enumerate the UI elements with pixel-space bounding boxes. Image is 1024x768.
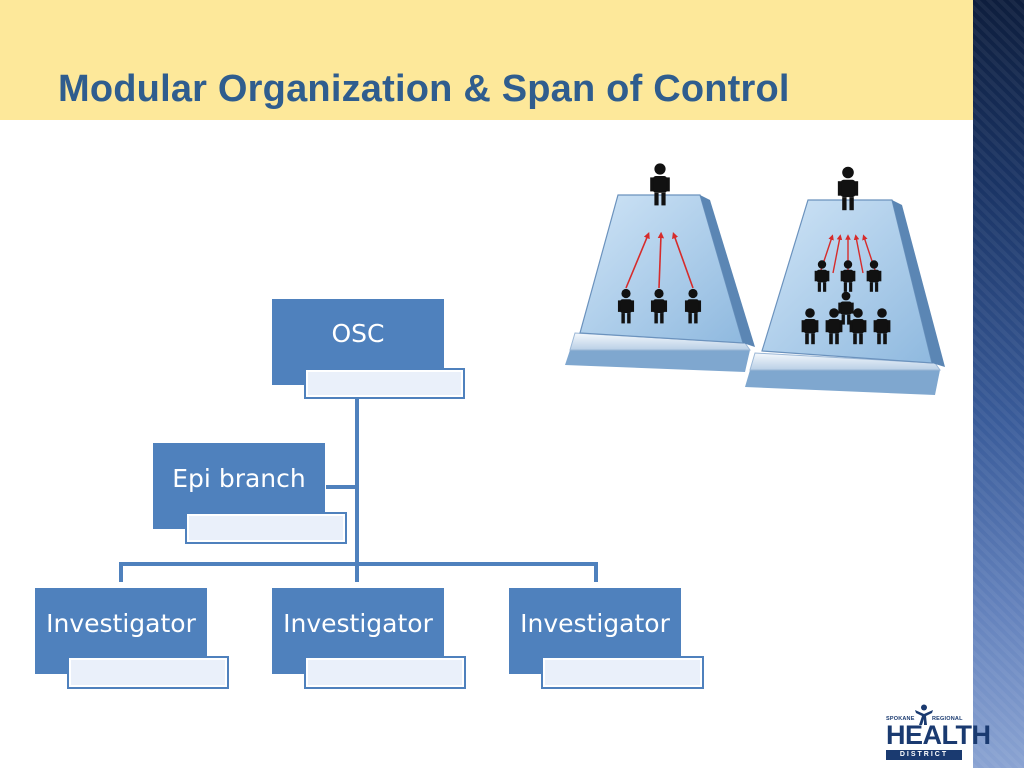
org-node-osc-subtext-box [304,368,465,399]
side-decorative-band [973,0,1024,768]
org-node-investigator-1-label: Investigator [46,609,196,638]
spokane-regional-health-district-logo: SPOKANE REGIONAL HEALTH DISTRICT [884,704,991,762]
logo-line1: SPOKANE [886,716,915,722]
slide-title: Modular Organization & Span of Control [58,68,790,110]
org-node-investigator-3-subtext-box [541,656,704,689]
org-node-osc-label: OSC [331,319,385,348]
title-band [0,0,973,120]
connector-drop-left [119,562,123,582]
org-node-investigator-2-subtext-box [304,656,466,689]
org-node-investigator-2-label: Investigator [283,609,433,638]
logo-main: HEALTH [886,720,991,750]
org-node-investigator-3-label: Investigator [520,609,670,638]
org-node-investigator-1-subtext-box [67,656,229,689]
org-node-epi-branch-subtext-box [185,512,347,544]
logo-line2: REGIONAL [932,716,963,722]
org-node-epi-branch-label: Epi branch [172,464,306,493]
span-of-control-pyramids-icon [565,163,945,395]
logo-bottom: DISTRICT [886,750,962,760]
connector-drop-right [594,562,598,582]
connector-horizontal-epi [326,485,357,489]
logo-person-icon [915,704,933,725]
connector-drop-center [355,562,359,582]
connector-vertical-main [355,384,359,582]
